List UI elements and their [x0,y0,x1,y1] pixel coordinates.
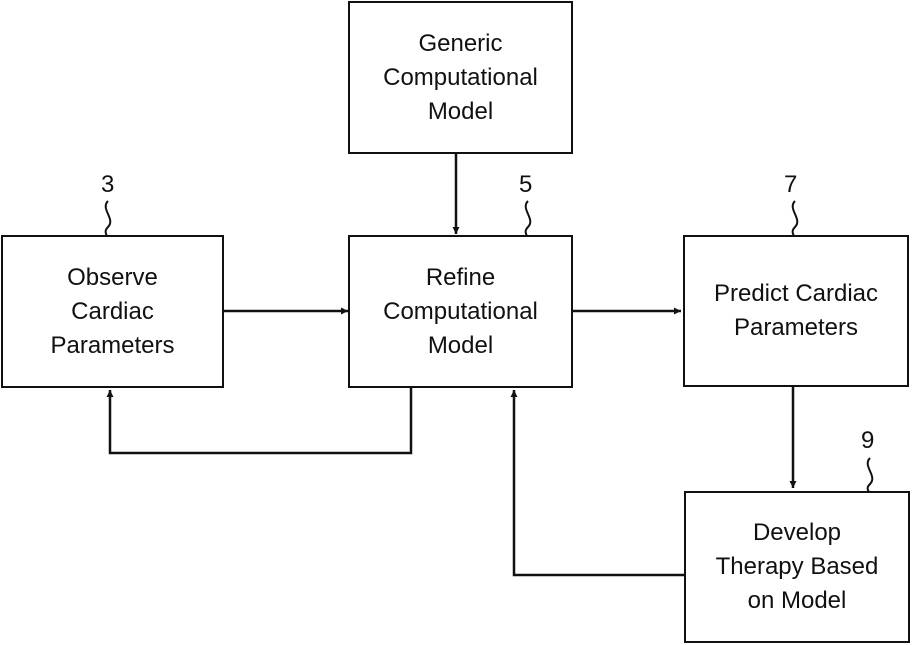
ref-number-therapy: 9 [861,428,874,454]
node-label-line: on Model [748,584,847,618]
node-label-line: Parameters [50,329,174,363]
node-generic-computational-model: Generic Computational Model [348,1,573,154]
ref-number-refine: 5 [519,172,532,198]
node-label-line: Observe [67,261,158,295]
ref-leader-refine [526,201,531,236]
arrow-refine-to-observe-feedback [110,387,411,453]
arrow-therapy-to-refine-feedback [514,390,684,575]
ref-leader-observe [106,201,111,236]
ref-number-observe: 3 [101,172,114,198]
node-label-line: Computational [383,295,538,329]
node-label-line: Predict Cardiac [714,277,878,311]
node-label-line: Refine [426,261,495,295]
node-label-line: Computational [383,61,538,95]
node-label-line: Therapy Based [716,550,879,584]
node-label-line: Model [428,329,493,363]
node-refine-computational-model: Refine Computational Model [348,235,573,388]
ref-leader-therapy [868,458,873,492]
node-label-line: Model [428,95,493,129]
node-label-line: Develop [753,516,841,550]
node-label-line: Parameters [734,311,858,345]
node-label-line: Generic [418,27,502,61]
node-observe-cardiac-parameters: Observe Cardiac Parameters [1,235,224,388]
ref-number-predict: 7 [784,172,797,198]
ref-leader-predict [793,201,798,236]
node-predict-cardiac-parameters: Predict Cardiac Parameters [683,235,909,387]
node-label-line: Cardiac [71,295,154,329]
node-develop-therapy: Develop Therapy Based on Model [684,491,910,643]
